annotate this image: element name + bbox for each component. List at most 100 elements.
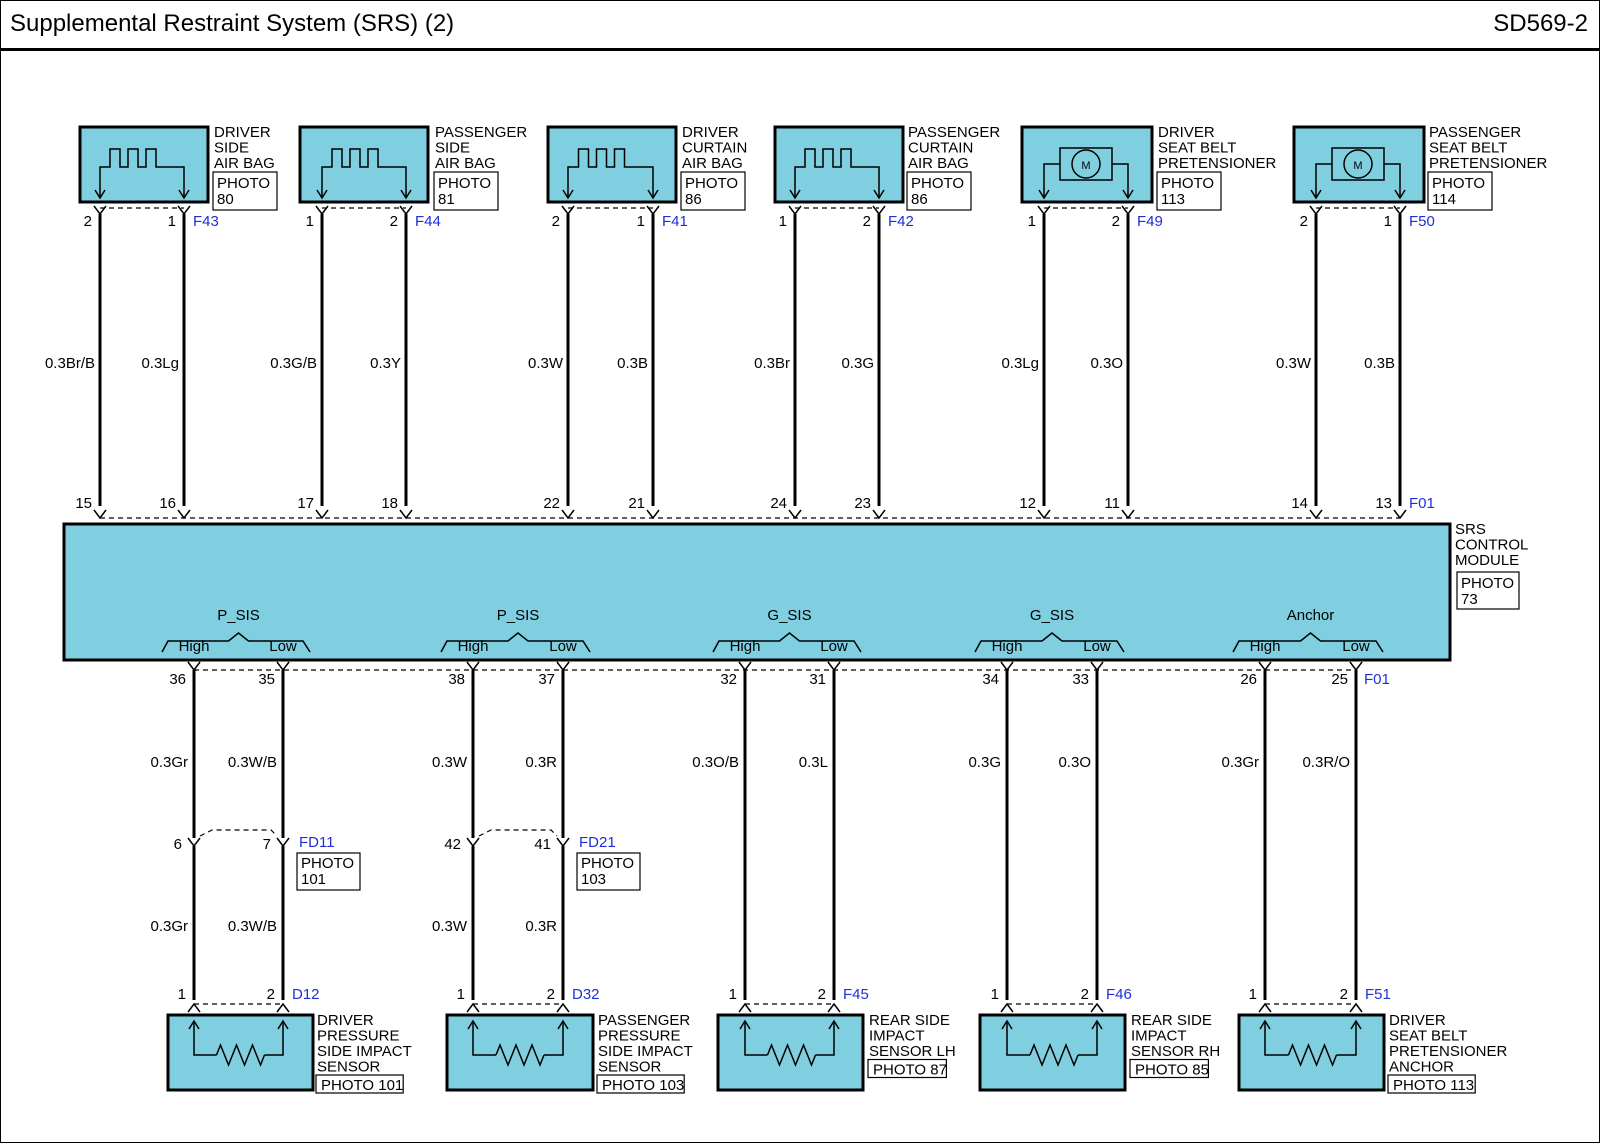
pin-arrow bbox=[277, 1019, 289, 1030]
module-photo-ref: PHOTO bbox=[1461, 575, 1514, 592]
sensor-pin-number: 2 bbox=[547, 986, 555, 1003]
connector-pin bbox=[646, 205, 660, 216]
pin-arrow bbox=[316, 189, 328, 200]
driver-seatbelt-pretensioner-name-line: SEAT BELT bbox=[1158, 140, 1236, 157]
sensor-pin-number: 1 bbox=[1249, 986, 1257, 1003]
module-pin-number: 18 bbox=[381, 495, 398, 512]
sensor-connector-id: F51 bbox=[1365, 986, 1391, 1003]
wire-color-label: 0.3O/B bbox=[692, 754, 739, 771]
wire-color-label: 0.3O bbox=[1058, 754, 1091, 771]
module-group-label: P_SIS bbox=[497, 607, 540, 624]
module-signal-label: Low bbox=[1342, 638, 1370, 655]
wire-color-label: 0.3Gr bbox=[150, 754, 188, 771]
joint-pin-number: 42 bbox=[444, 836, 461, 853]
group-bracket bbox=[974, 632, 1125, 653]
driver-seatbelt-pretensioner-connector: F49 bbox=[1137, 213, 1163, 230]
joint-photo-number: 101 bbox=[301, 871, 326, 888]
module-pin bbox=[827, 661, 841, 672]
wire-color-label: 0.3B bbox=[1364, 355, 1395, 372]
photo-number: 80 bbox=[217, 191, 234, 208]
sensor-pin-number: 1 bbox=[178, 986, 186, 1003]
sensor-name-line: DRIVER bbox=[1389, 1012, 1446, 1029]
joint-connector-pin bbox=[187, 837, 201, 848]
driver-seatbelt-pretensioner-name-line: PRETENSIONER bbox=[1158, 155, 1277, 172]
connector-pin bbox=[177, 205, 191, 216]
module-pin bbox=[646, 509, 660, 520]
sensor-photo-ref: PHOTO 103 bbox=[602, 1077, 684, 1094]
passenger-curtain-airbag-name-line: AIR BAG bbox=[908, 155, 969, 172]
module-pin-number: 38 bbox=[448, 671, 465, 688]
module-pin-number: 32 bbox=[720, 671, 737, 688]
driver-side-airbag-connector: F43 bbox=[193, 213, 219, 230]
pin-number: 2 bbox=[552, 213, 560, 230]
wire-color-label: 0.3G bbox=[968, 754, 1001, 771]
symbol-lead bbox=[193, 1023, 217, 1056]
pin-number: 2 bbox=[84, 213, 92, 230]
module-group-label: P_SIS bbox=[217, 607, 260, 624]
sensor-photo-ref: PHOTO 101 bbox=[321, 1077, 403, 1094]
joint-photo-ref: PHOTO bbox=[581, 855, 634, 872]
wire-color-label: 0.3W/B bbox=[228, 754, 277, 771]
resistor-symbol bbox=[1029, 1042, 1079, 1068]
joint-connector-pin bbox=[556, 837, 570, 848]
passenger-curtain-airbag-box bbox=[773, 125, 905, 204]
sensor-photo-box bbox=[867, 1058, 948, 1079]
photo-number: 86 bbox=[685, 191, 702, 208]
resistor-symbol bbox=[766, 1042, 817, 1068]
symbol-lead bbox=[1336, 1023, 1357, 1056]
photo-ref: PHOTO bbox=[217, 175, 270, 192]
wire-color-label: 0.3W bbox=[432, 918, 468, 935]
module-signal-label: High bbox=[458, 638, 489, 655]
passenger-seatbelt-pretensioner-name-line: SEAT BELT bbox=[1429, 140, 1507, 157]
motor-icon bbox=[1071, 149, 1101, 179]
module-signal-label: Low bbox=[269, 638, 297, 655]
sensor-connector-pin bbox=[1000, 1002, 1014, 1013]
sensor-name-line: PRESSURE bbox=[317, 1028, 400, 1045]
impact-sensor-box bbox=[166, 1013, 315, 1092]
module-pin bbox=[561, 509, 575, 520]
photo-ref-box bbox=[680, 171, 746, 211]
sensor-name-line: PRESSURE bbox=[598, 1028, 681, 1045]
pin-arrow bbox=[1350, 1019, 1362, 1030]
wire-color-label: 0.3W bbox=[1276, 355, 1312, 372]
group-bracket bbox=[712, 632, 862, 653]
wire-color-label: 0.3Y bbox=[370, 355, 401, 372]
module-signal-label: High bbox=[1250, 638, 1281, 655]
module-signal-label: High bbox=[179, 638, 210, 655]
pin-number: 1 bbox=[168, 213, 176, 230]
sensor-connector-pin bbox=[1090, 1002, 1104, 1013]
module-pin-number: 26 bbox=[1240, 671, 1257, 688]
passenger-curtain-airbag-connector: F42 bbox=[888, 213, 914, 230]
module-name-line: SRS bbox=[1455, 521, 1486, 538]
pin-arrow bbox=[94, 189, 106, 200]
module-pin-number: 22 bbox=[543, 495, 560, 512]
sensor-name-line: SENSOR bbox=[598, 1059, 662, 1076]
motor-label: M bbox=[1353, 160, 1362, 172]
srs-control-module bbox=[62, 522, 1452, 662]
symbol-lead bbox=[544, 1023, 564, 1056]
wire-color-label: 0.3Br bbox=[754, 355, 790, 372]
motor-icon bbox=[1343, 149, 1373, 179]
module-pin-number: 37 bbox=[538, 671, 555, 688]
connector-pin bbox=[1309, 205, 1323, 216]
module-pin bbox=[738, 661, 752, 672]
impact-sensor-box bbox=[445, 1013, 595, 1092]
symbol-lead bbox=[1043, 163, 1060, 198]
photo-ref: PHOTO bbox=[1161, 175, 1214, 192]
module-pin-number: 15 bbox=[75, 495, 92, 512]
sensor-photo-box bbox=[596, 1074, 685, 1094]
photo-ref: PHOTO bbox=[911, 175, 964, 192]
pin-arrow bbox=[1259, 1019, 1271, 1030]
module-signal-label: High bbox=[992, 638, 1023, 655]
module-pin-number: 12 bbox=[1019, 495, 1036, 512]
sensor-connector-pin bbox=[556, 1002, 570, 1013]
squib-symbol bbox=[567, 148, 654, 175]
symbol-lead bbox=[1264, 1023, 1289, 1056]
connector-pin bbox=[1121, 205, 1135, 216]
module-pin-number: 13 bbox=[1375, 495, 1392, 512]
module-photo-number: 73 bbox=[1461, 591, 1478, 608]
driver-curtain-airbag-name-line: DRIVER bbox=[682, 124, 739, 141]
wire-color-label: 0.3R/O bbox=[1302, 754, 1350, 771]
sensor-connector-pin bbox=[1258, 1002, 1272, 1013]
